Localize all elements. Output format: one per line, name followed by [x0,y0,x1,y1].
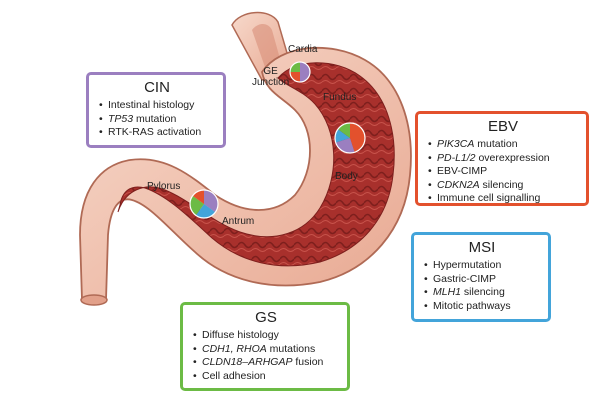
pie-outline [189,189,219,219]
gs-subtype-box: GS Diffuse histology CDH1, RHOA mutation… [180,302,350,391]
msi-feature: MLH1 silencing [424,286,540,300]
msi-feature: Hypermutation [424,259,540,273]
label-fundus: Fundus [323,92,357,103]
ebv-feature: PD-L1/2 overexpression [428,152,578,166]
gs-feature: Cell adhesion [193,370,339,384]
label-body: Body [335,171,358,182]
pie-slice-gs [290,62,300,72]
pie-slice-cin [300,62,310,82]
msi-feature-list: Hypermutation Gastric-CIMP MLH1 silencin… [424,259,540,313]
pie-slice-msi [335,129,350,143]
duodenum-opening [80,294,108,306]
pie-body [334,122,366,154]
label-ge-junction: GE Junction [252,66,289,88]
cin-subtype-box: CIN Intestinal histology TP53 mutation R… [86,72,226,148]
msi-subtype-box: MSI Hypermutation Gastric-CIMP MLH1 sile… [411,232,551,322]
ebv-title: EBV [487,118,518,135]
ebv-feature: EBV-CIMP [428,165,578,179]
pie-outline [334,122,366,154]
ebv-subtype-box: EBV PIK3CA mutation PD-L1/2 overexpressi… [415,111,589,206]
label-pylorus: Pylorus [147,181,181,192]
stomach-mucosa [117,62,395,267]
ebv-feature: Immune cell signalling [428,192,578,206]
pie-outline [289,61,311,83]
msi-title: MSI [468,239,496,256]
ebv-feature-list: PIK3CA mutation PD-L1/2 overexpression E… [428,138,578,206]
label-ge-junction-line1: GE [263,66,278,77]
msi-feature: Mitotic pathways [424,300,540,314]
cin-title: CIN [144,79,170,96]
label-cardia: Cardia [288,44,318,55]
gs-feature: CDH1, RHOA mutations [193,343,339,357]
ebv-feature: CDKN2A silencing [428,179,578,193]
ebv-feature: PIK3CA mutation [428,138,578,152]
gs-feature: Diffuse histology [193,329,339,343]
label-ge-junction-line2: Junction [252,77,290,88]
label-antrum: Antrum [222,216,255,227]
cin-feature-list: Intestinal histology TP53 mutation RTK-R… [99,99,215,140]
cin-feature: TP53 mutation [99,113,215,127]
pie-slice-ebv [290,72,300,82]
gs-title: GS [255,309,277,326]
pie-slice-ebv [350,123,365,153]
pie-slice-msi [195,204,216,218]
pie-slice-gs [190,195,204,216]
pie-cardia [289,61,311,83]
gs-feature-list: Diffuse histology CDH1, RHOA mutations C… [193,329,339,383]
gs-feature: CLDN18–ARHGAP fusion [193,356,339,370]
cin-feature: RTK-RAS activation [99,126,215,140]
msi-feature: Gastric-CIMP [424,273,540,287]
pie-antrum [189,189,219,219]
cin-feature: Intestinal histology [99,99,215,113]
